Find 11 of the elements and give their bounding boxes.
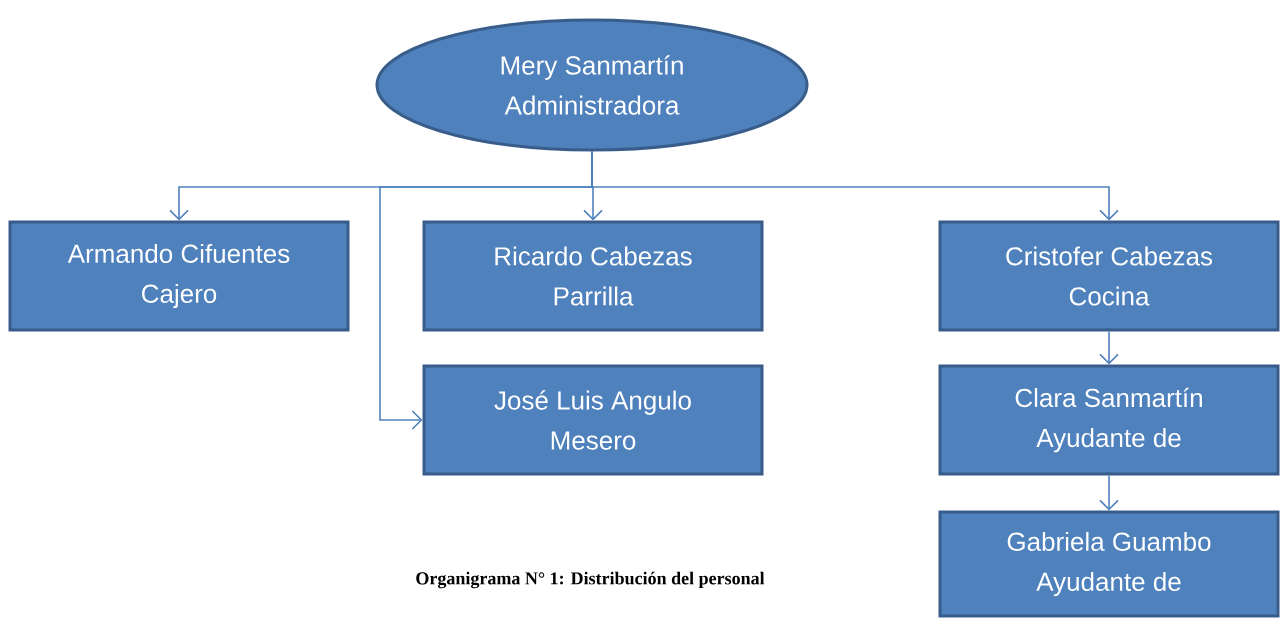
- role-box: Armando Cifuentes Cajero: [8, 220, 350, 332]
- ellipse-node: Mery Sanmartín Administradora: [375, 18, 809, 152]
- role-box: Gabriela Guambo Ayudante de: [938, 510, 1280, 618]
- role-box: Ricardo Cabezas Parrilla: [422, 220, 764, 332]
- arrow: [1099, 474, 1119, 511]
- role-box: Cristofer Cabezas Cocina: [938, 220, 1280, 332]
- arrow: [591, 150, 1119, 221]
- role-box: Clara Sanmartín Ayudante de: [938, 364, 1280, 476]
- caption: Organigrama N° 1: Distribución del personal: [416, 571, 765, 589]
- arrow: [1099, 330, 1119, 365]
- role-box: José Luis Angulo Mesero: [422, 364, 764, 476]
